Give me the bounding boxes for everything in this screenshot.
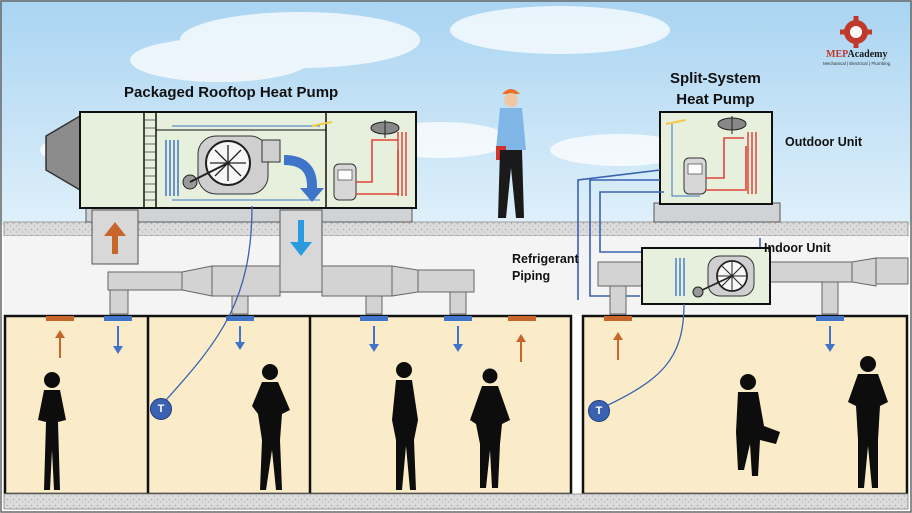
logo-brand-prefix: MEP (826, 49, 848, 60)
person-silhouette-icon (38, 372, 66, 490)
thermostat-wire-rooftop (165, 205, 253, 401)
technician-icon (496, 89, 526, 218)
split-outdoor-unit (653, 111, 781, 223)
supply-duct (107, 265, 475, 315)
outdoor-coil-icon (747, 132, 757, 194)
outdoor-coil-icon (397, 132, 407, 196)
refrigerant-label-line1: Refrigerant (512, 252, 579, 266)
indoor-air-handler (641, 247, 771, 305)
refrigerant-label-line2: Piping (512, 269, 551, 283)
logo-tagline: Mechanical | Electrical | Plumbing (823, 61, 891, 66)
compressor-icon (333, 163, 357, 201)
person-silhouette-icon (392, 362, 418, 490)
indoor-unit-label: Indoor Unit (764, 241, 831, 255)
rooftop-heat-pump-title: Packaged Rooftop Heat Pump (124, 84, 339, 101)
person-silhouette-icon (252, 364, 290, 490)
indoor-coil-icon (165, 140, 179, 196)
thermostat-wire-split (605, 303, 685, 407)
fan-icon (182, 135, 281, 195)
split-title-line1: Split-System (670, 70, 761, 87)
roof-slab (3, 221, 909, 237)
thermostat-icon: T (588, 400, 610, 422)
condenser-fan-icon (370, 120, 400, 138)
floor-slab (3, 493, 909, 510)
airflow-arrowhead-icon (300, 188, 324, 202)
refrigerant-loop (172, 125, 320, 201)
registers (46, 316, 844, 321)
rooftop-unit (45, 111, 417, 223)
supply-duct-drop (279, 209, 323, 293)
person-silhouette-icon (736, 374, 780, 476)
outdoor-unit-label: Outdoor Unit (785, 135, 863, 149)
refrigerant-piping-label: Refrigerant Piping (512, 251, 579, 285)
person-silhouette-icon (848, 356, 888, 488)
airflow-arrow-icon (283, 155, 317, 192)
split-title-line2: Heat Pump (676, 91, 755, 108)
return-duct-drop (91, 209, 139, 265)
logo-brand: MEPAcademy (826, 49, 887, 60)
split-indoor-unit (597, 257, 909, 315)
airflow-arrows (55, 326, 835, 362)
gear-logo-icon (840, 16, 872, 48)
compressor-icon (683, 157, 707, 195)
txv-line (311, 121, 333, 127)
person-silhouette-icon (470, 368, 510, 488)
condenser-fan-icon (717, 116, 747, 134)
thermostat-icon: T (150, 398, 172, 420)
split-system-title: Split-System Heat Pump (670, 68, 761, 110)
rooms (3, 314, 909, 496)
filter (145, 119, 155, 201)
logo-brand-suffix: Academy (847, 49, 888, 60)
